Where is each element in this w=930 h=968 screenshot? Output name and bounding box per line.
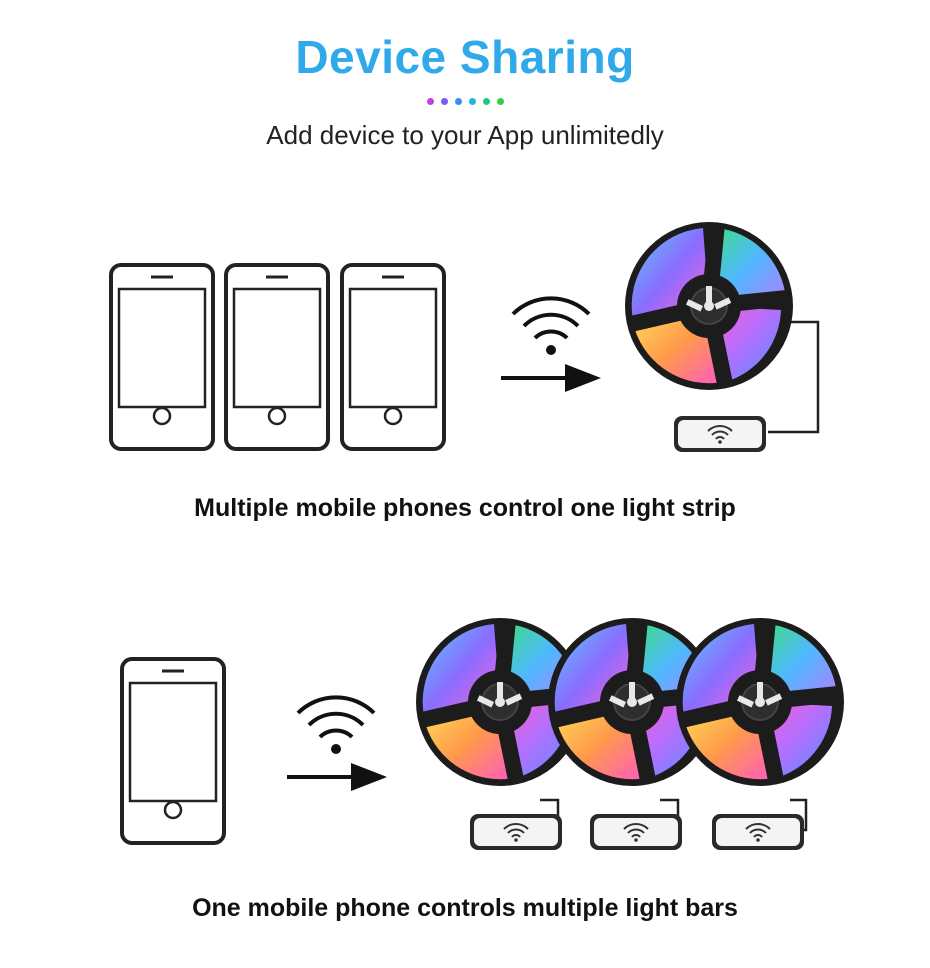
- phone-icon: [340, 263, 446, 451]
- arrow-icon: [285, 761, 389, 793]
- wifi-controller-icon: [674, 416, 766, 452]
- color-dot: [454, 98, 462, 105]
- color-dot: [496, 98, 504, 105]
- wifi-controller-icon: [470, 814, 562, 850]
- section-1-phones: [109, 263, 446, 451]
- light-strip-reel-icon: [676, 618, 844, 786]
- wifi-icon: [511, 296, 591, 357]
- section-2-caption: One mobile phone controls multiple light…: [192, 894, 738, 922]
- section-1-light-strip: [625, 222, 820, 452]
- phone-icon: [109, 263, 215, 451]
- color-dot: [482, 98, 490, 105]
- page-subtitle: Add device to your App unlimitedly: [266, 120, 664, 150]
- wifi-icon: [296, 695, 376, 756]
- color-dots: [0, 98, 930, 105]
- color-dot: [440, 98, 448, 105]
- color-dot: [426, 98, 434, 105]
- color-dot: [468, 98, 476, 105]
- phone-icon: [224, 263, 330, 451]
- section-1-caption: Multiple mobile phones control one light…: [194, 494, 736, 522]
- phone-icon: [120, 657, 226, 845]
- wifi-controller-icon: [590, 814, 682, 850]
- wifi-controller-icon: [712, 814, 804, 850]
- light-strip-reel-icon: [625, 222, 793, 390]
- page-title: Device Sharing: [295, 31, 635, 83]
- arrow-icon: [499, 362, 603, 394]
- section-2-light-strips: [416, 618, 844, 850]
